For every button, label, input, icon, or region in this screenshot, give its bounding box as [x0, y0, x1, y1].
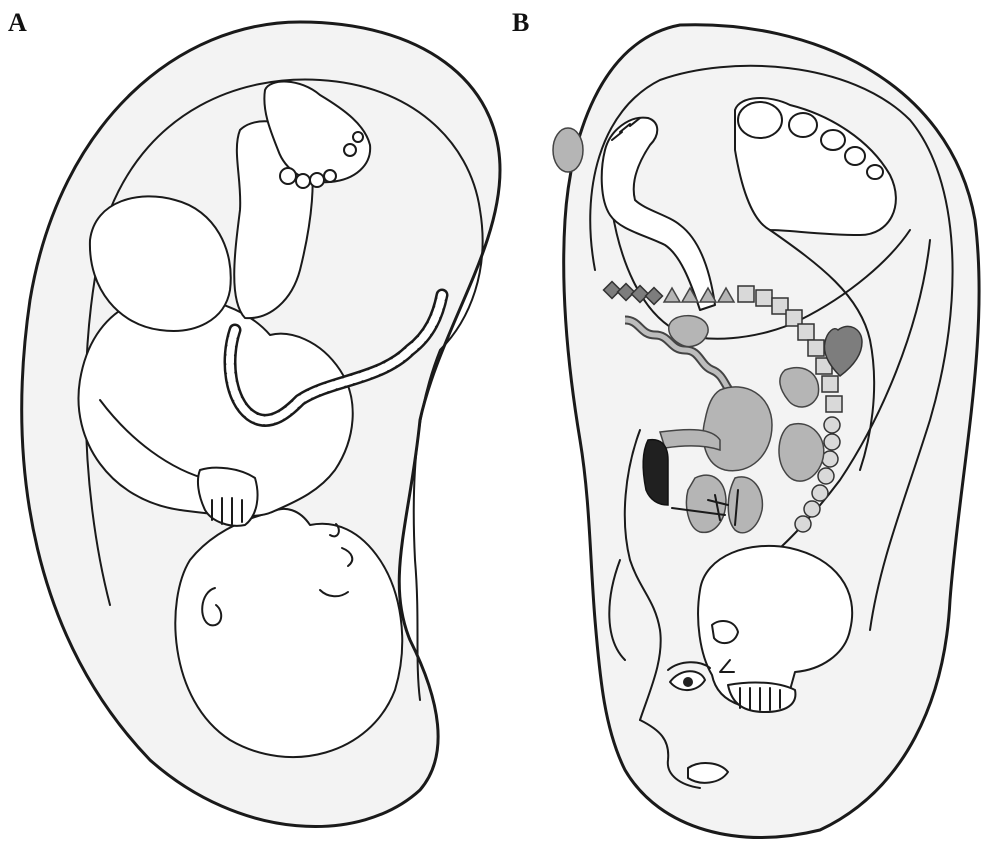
toe-3	[821, 130, 845, 150]
fetus-head	[175, 509, 402, 757]
pupil	[683, 677, 693, 687]
big-toe	[738, 102, 782, 138]
kidney-shape	[553, 128, 583, 172]
toe-4	[845, 147, 865, 165]
toe-2	[789, 113, 817, 137]
spleen	[779, 424, 824, 482]
toe-5	[867, 165, 883, 179]
